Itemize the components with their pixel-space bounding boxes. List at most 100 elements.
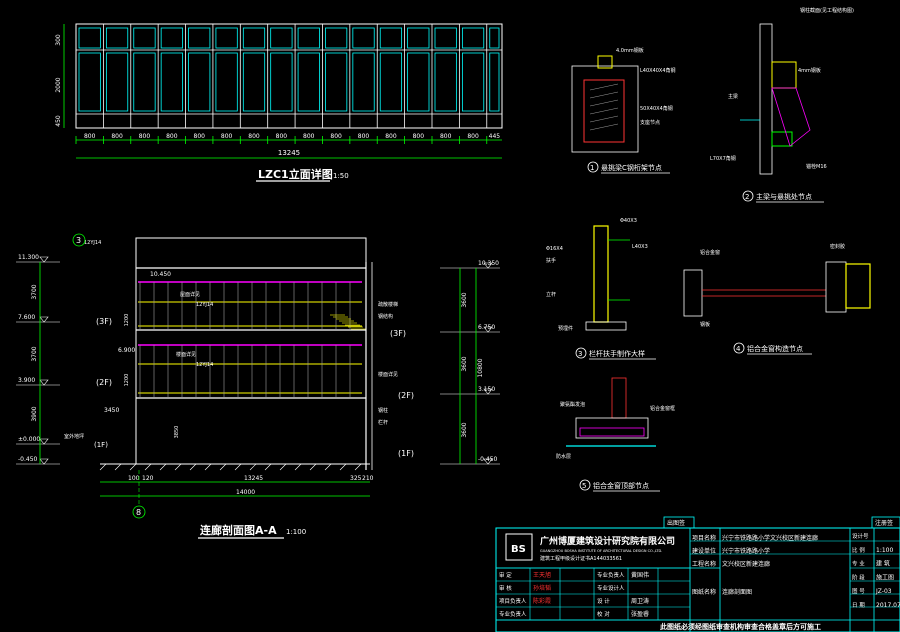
left-dim: 3900: [31, 406, 38, 421]
role-label: 专业负责人: [499, 610, 527, 618]
height-dim-3: 450: [55, 115, 62, 127]
hatch-line: [129, 463, 137, 471]
bay-dim-label: 800: [303, 133, 315, 140]
axis-bubble-top: [72, 233, 86, 247]
detail-2-bubble: [742, 190, 754, 202]
role-label: 审 核: [499, 584, 512, 592]
hatch-line: [324, 463, 332, 471]
note-steel: 钢结构: [378, 313, 393, 320]
hatch-line: [309, 463, 317, 471]
glass-panel-main: [325, 52, 348, 112]
role-label: 审 定: [499, 571, 512, 579]
hatch-line: [589, 115, 619, 123]
detail-2-beam: [771, 61, 797, 89]
d3-note-1: Φ40X3: [620, 218, 637, 224]
role-name: 王天旭: [533, 571, 551, 579]
bay-dim-label: 800: [139, 133, 151, 140]
role-name-2: 黄国伟: [631, 571, 649, 579]
hatch-line: [234, 463, 242, 471]
note-floor-right: 楼面详见: [378, 371, 398, 378]
section-title: 连廊剖面图A-A: [200, 523, 277, 537]
detail-4-column: [845, 263, 871, 309]
detail-3-base: [585, 321, 627, 331]
hatch-line: [249, 463, 257, 471]
detail-2: 2 主梁与悬挑处节点 钢柱截面(见工程结构图) 主梁 L70X7角钢 4mm钢板…: [710, 7, 854, 203]
d5-note-3: 防水层: [556, 453, 571, 460]
bottom-dim-4: 325: [350, 475, 362, 482]
field-value: 施工图: [876, 573, 894, 581]
role-name: 孙培韬: [533, 584, 551, 592]
elevation-scale: 1:50: [333, 172, 349, 180]
bottom-dim-3: 13245: [244, 475, 263, 482]
hatch-line: [219, 463, 227, 471]
d3-note-4: 立杆: [546, 291, 556, 298]
right-dim: 3600: [461, 422, 468, 437]
bottom-dim-1: 100: [128, 475, 140, 482]
height-dim-2: 2000: [55, 77, 62, 92]
d3-note-6: Φ16X4: [546, 246, 563, 252]
footer-note: 此图纸必须经图纸审查机构审查合格盖章后方可施工: [660, 622, 821, 631]
right-dim: 3600: [461, 292, 468, 307]
level-value: 10.350: [478, 260, 499, 267]
detail-1-outline: [571, 65, 639, 153]
misc-dim-1: 1200: [124, 314, 130, 327]
d3-note-5: 预埋件: [558, 325, 573, 332]
title-block-roles: 审 定王天旭专业负责人黄国伟审 核孙培韬专业设计人项目负责人陈彩霞设 计周卫涛专…: [499, 571, 649, 618]
note-floor-spec: 12YJ14: [196, 362, 213, 368]
d2-note-3: L70X7角钢: [710, 155, 736, 162]
sig-label-box: [871, 516, 900, 529]
d4-note-1: 铝合金窗: [700, 249, 720, 256]
glass-panel-top: [160, 27, 183, 49]
glass-panel-main: [407, 52, 430, 112]
level-value: -0.450: [478, 456, 498, 463]
subitem-label: 工程名称: [692, 560, 716, 568]
d5-note-2: 聚氨酯发泡: [560, 401, 585, 408]
detail-5-num: 5: [582, 482, 586, 490]
glass-panel-main: [215, 52, 238, 112]
detail-4-title: 铝合金窗构造节点: [747, 344, 803, 353]
level-triangle: [39, 458, 49, 465]
floor-tag-2f-left: (2F): [96, 378, 112, 387]
role-label-2: 设 计: [597, 597, 610, 605]
glass-panel-top: [297, 27, 320, 49]
firm-cert: 建筑工程甲级设计证书A144033561: [540, 555, 622, 562]
note-roof-ref: 12YJ14: [84, 240, 101, 246]
hatch-line: [279, 463, 287, 471]
hatch-line: [589, 83, 619, 91]
glass-panel-top: [105, 27, 129, 49]
section-mullions: [139, 282, 351, 398]
level-triangle: [39, 316, 49, 323]
detail-1-steel: [583, 79, 625, 143]
drawing-label: 图纸名称: [692, 588, 716, 596]
detail-1-title: 悬挑梁C钢桁架节点: [601, 163, 662, 172]
glass-panel-top: [242, 27, 266, 49]
bay-dim-label: 800: [194, 133, 206, 140]
glass-panel-main: [489, 52, 500, 112]
level-triangle: [483, 326, 493, 333]
elevation-total-dim: 13245: [278, 149, 300, 157]
hatch-line: [264, 463, 272, 471]
detail-2-column: [759, 23, 773, 175]
detail-4-frame-right: [825, 261, 847, 313]
d4-note-3: 钢板: [700, 321, 710, 328]
bottom-total-dim: 14000: [236, 489, 255, 496]
field-label: 图 号: [852, 587, 865, 595]
bay-dim-label: 800: [358, 133, 370, 140]
firm-name-cn: 广州博厦建筑设计研究院有限公司: [540, 535, 675, 547]
field-value: 2017.07: [876, 602, 900, 609]
firm-logo-text: BS: [511, 544, 526, 555]
bay-dim-label: 800: [276, 133, 288, 140]
hatch-line: [589, 99, 619, 107]
inner-level-2f: 6.900: [118, 347, 135, 354]
field-value: 1:100: [876, 547, 893, 554]
curtain-wall-panels: [75, 24, 500, 144]
hatch-line: [159, 463, 167, 471]
field-label: 设计号: [852, 532, 869, 540]
level-triangle: [39, 379, 49, 386]
glass-panel-top: [461, 27, 485, 49]
detail-5-flashing: [579, 427, 645, 437]
